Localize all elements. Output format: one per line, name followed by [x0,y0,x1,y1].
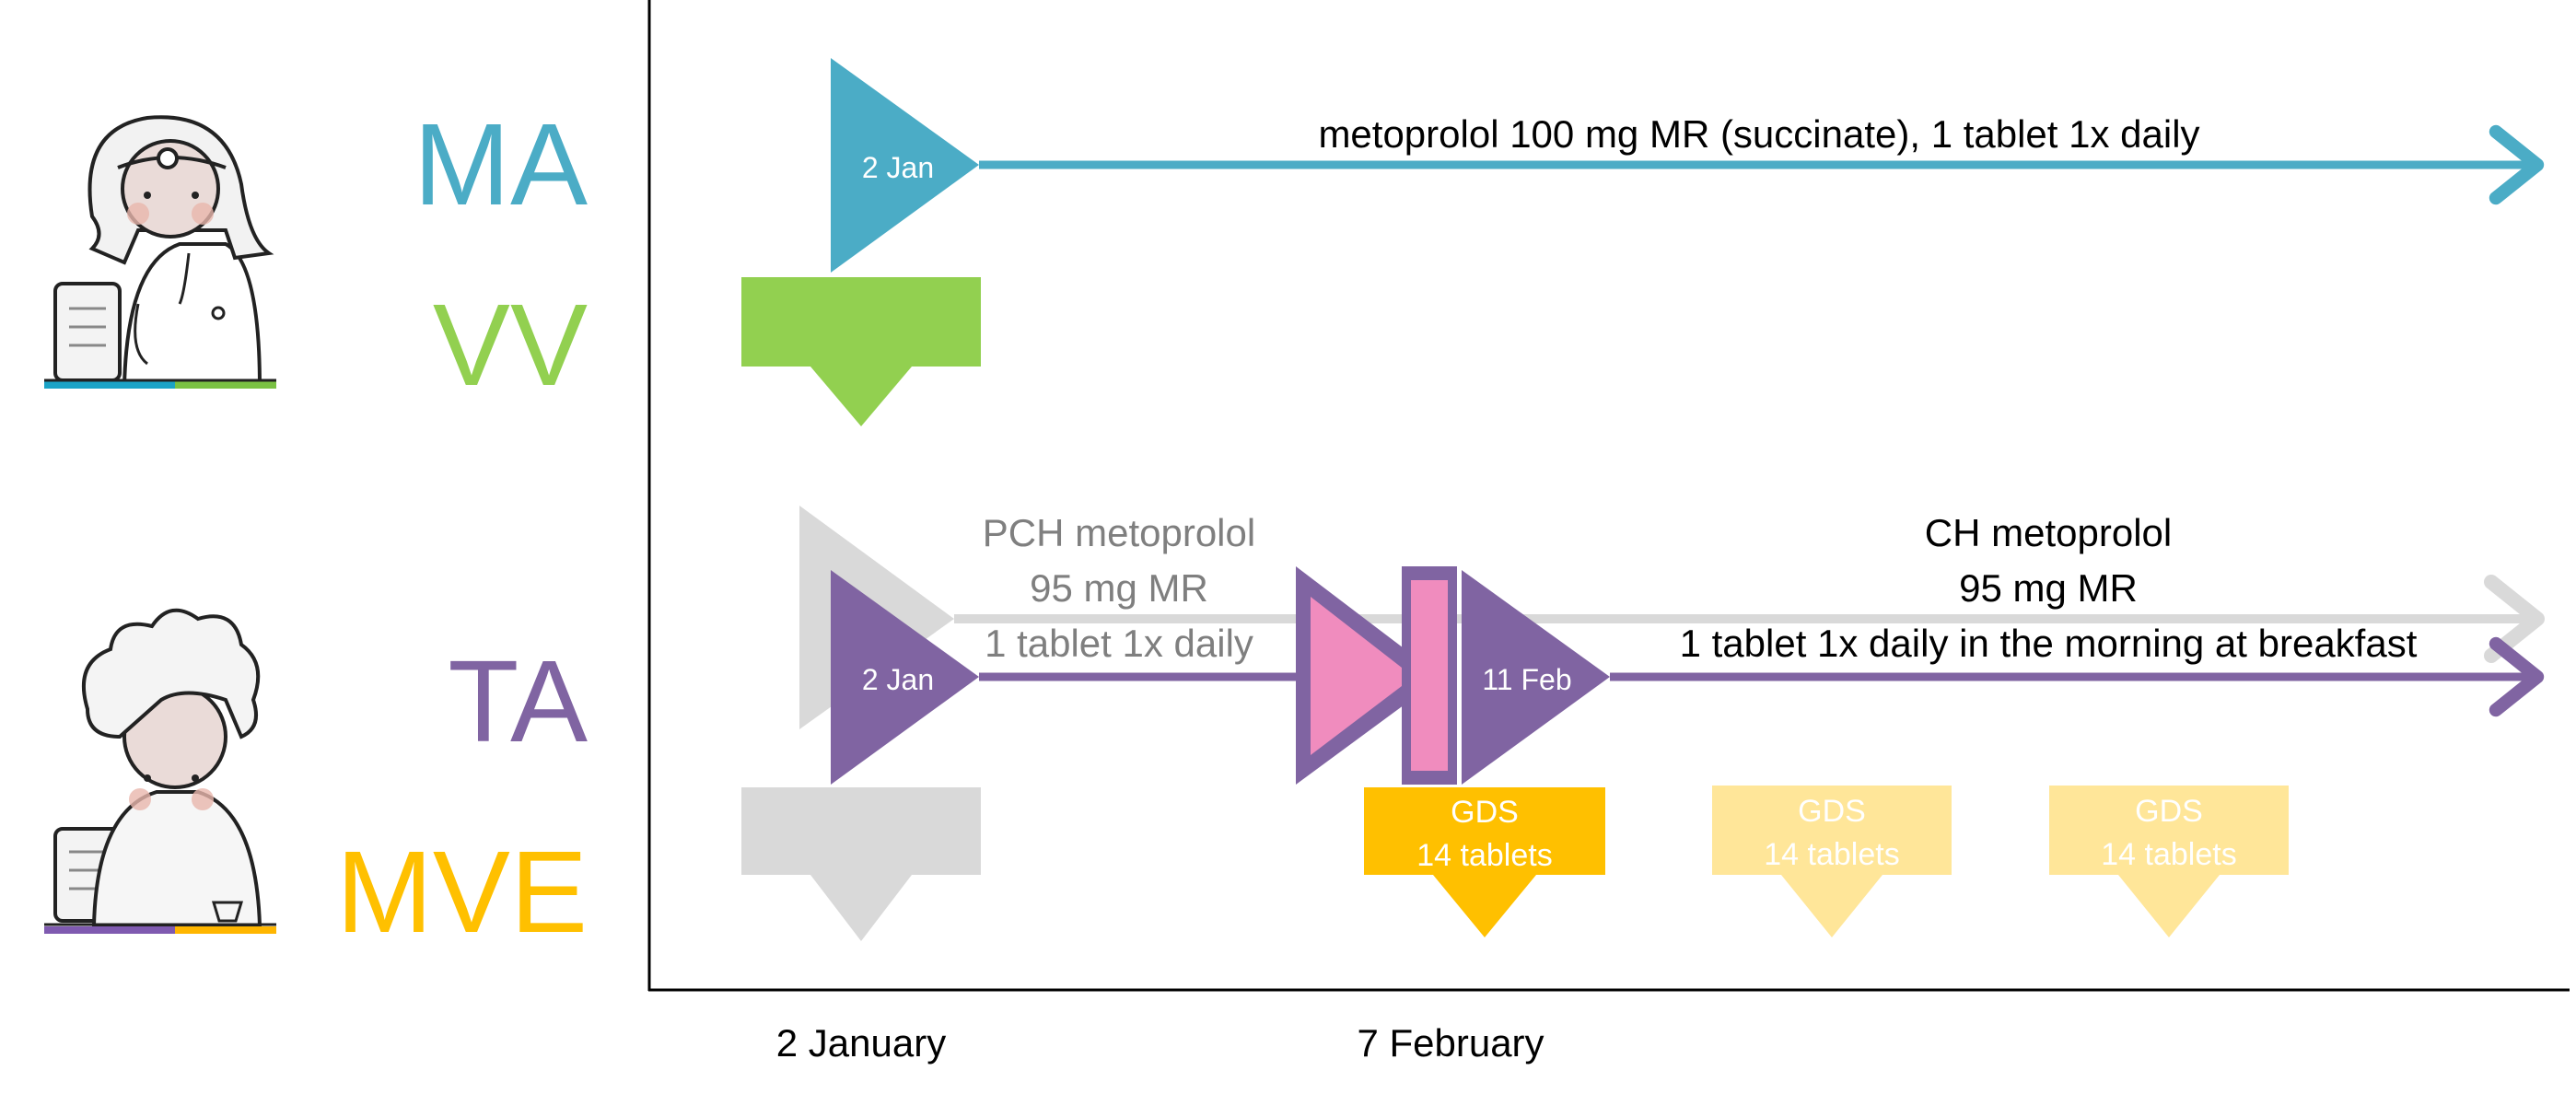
gds-quantity: 14 tablets [1416,838,1552,873]
role-label-ma: MA [414,99,588,229]
ma-prescription-text: metoprolol 100 mg MR (succinate), 1 tabl… [1318,112,2199,156]
ta-change-triangle [1462,570,1610,785]
pch-line-2: 95 mg MR [1030,566,1208,610]
gds-label: GDS [1451,795,1519,830]
pch-dispense-callout [741,787,981,941]
x-tick-label: 2 January [776,1021,946,1065]
role-label-ta: TA [448,636,588,766]
role-label-vv: VV [433,280,588,410]
gds-callout-active: GDS 14 tablets [1364,787,1605,937]
monitor-icon [53,282,122,382]
pharmacist-avatar [44,608,276,934]
x-tick-label: 7 February [1357,1021,1544,1065]
ma-start-date: 2 Jan [862,151,934,184]
stop-bar [1411,580,1448,771]
mortar-icon [211,901,244,923]
gds-label: GDS [2135,794,2203,829]
ch-line-3: 1 tablet 1x daily in the morning at brea… [1680,622,2418,665]
gds-quantity: 14 tablets [2101,837,2236,872]
gds-quantity: 14 tablets [1764,837,1899,872]
pch-line-1: PCH metoprolol [983,511,1255,554]
vv-verification-callout [741,277,981,426]
gds-label: GDS [1798,794,1866,829]
physician-avatar [44,115,276,389]
stop-marker-triangle [1311,597,1402,755]
pch-line-3: 1 tablet 1x daily [985,622,1253,665]
gds-callout-future: GDS 14 tablets [1712,786,1952,937]
ma-start-triangle [831,58,979,273]
role-label-mve: MVE [336,827,588,957]
ch-line-2: 95 mg MR [1959,566,2138,610]
ch-line-1: CH metoprolol [1925,511,2172,554]
ta-start-date: 2 Jan [862,663,934,696]
ta-start-triangle [831,570,979,785]
ta-change-date: 11 Feb [1482,663,1571,696]
gds-callout-future: GDS 14 tablets [2049,786,2289,937]
